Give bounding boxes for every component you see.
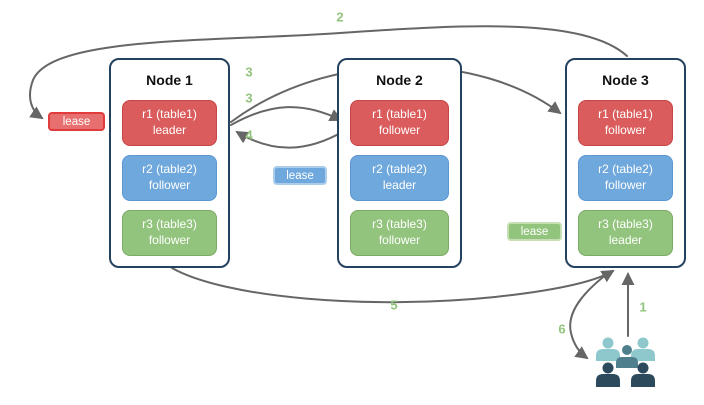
lease-badge-green: lease xyxy=(507,222,562,241)
replica-name: r1 (table1) xyxy=(372,107,427,122)
replica-name: r2 (table2) xyxy=(598,162,653,177)
step-label-1: 1 xyxy=(639,299,647,315)
step-label-2: 2 xyxy=(336,9,344,25)
replica-r2-node1: r2 (table2) follower xyxy=(122,155,217,201)
replica-role: follower xyxy=(148,233,191,247)
replica-name: r1 (table1) xyxy=(142,107,197,122)
arrow-step-6-node3-to-users xyxy=(569,270,612,360)
replica-r2-node2: r2 (table2) leader xyxy=(350,155,449,201)
replica-r3-node2: r3 (table3) follower xyxy=(350,210,449,256)
lease-badge-red: lease xyxy=(48,112,105,131)
replica-role: follower xyxy=(604,178,647,192)
step-label-5: 5 xyxy=(390,297,398,313)
step-label-3b: 3 xyxy=(245,90,253,106)
step-label-3a: 3 xyxy=(245,64,253,80)
replica-role: leader xyxy=(382,178,417,192)
node-title: Node 3 xyxy=(602,72,649,88)
replica-role: leader xyxy=(608,233,643,247)
arrow-step-3-node1-to-node2 xyxy=(230,106,343,126)
node-1: Node 1 r1 (table1) leader r2 (table2) fo… xyxy=(109,58,230,268)
replica-r1-node1: r1 (table1) leader xyxy=(122,100,217,146)
replica-name: r2 (table2) xyxy=(372,162,427,177)
replica-name: r3 (table3) xyxy=(142,217,197,232)
step-label-6: 6 xyxy=(558,321,566,337)
node-2: Node 2 r1 (table1) follower r2 (table2) … xyxy=(337,58,462,268)
replica-r1-node3: r1 (table1) follower xyxy=(578,100,673,146)
replica-role: leader xyxy=(152,123,187,137)
lease-badge-blue: lease xyxy=(273,166,327,185)
replica-name: r3 (table3) xyxy=(372,217,427,232)
arrow-step-2 xyxy=(29,25,628,120)
replica-role: follower xyxy=(604,123,647,137)
replica-r3-node3: r3 (table3) leader xyxy=(578,210,673,256)
arrow-step-5-node1-to-node3 xyxy=(171,267,615,304)
users-icon xyxy=(596,337,655,387)
replica-r2-node3: r2 (table2) follower xyxy=(578,155,673,201)
replica-name: r3 (table3) xyxy=(598,217,653,232)
replica-role: follower xyxy=(378,233,421,247)
replica-r3-node1: r3 (table3) follower xyxy=(122,210,217,256)
arrow-step-4-node2-to-node1 xyxy=(235,130,345,149)
replica-role: follower xyxy=(378,123,421,137)
replica-name: r2 (table2) xyxy=(142,162,197,177)
node-3: Node 3 r1 (table1) follower r2 (table2) … xyxy=(565,58,686,268)
node-title: Node 1 xyxy=(146,72,193,88)
replica-r1-node2: r1 (table1) follower xyxy=(350,100,449,146)
node-title: Node 2 xyxy=(376,72,423,88)
replica-role: follower xyxy=(148,178,191,192)
step-label-4: 4 xyxy=(245,127,253,143)
replica-name: r1 (table1) xyxy=(598,107,653,122)
